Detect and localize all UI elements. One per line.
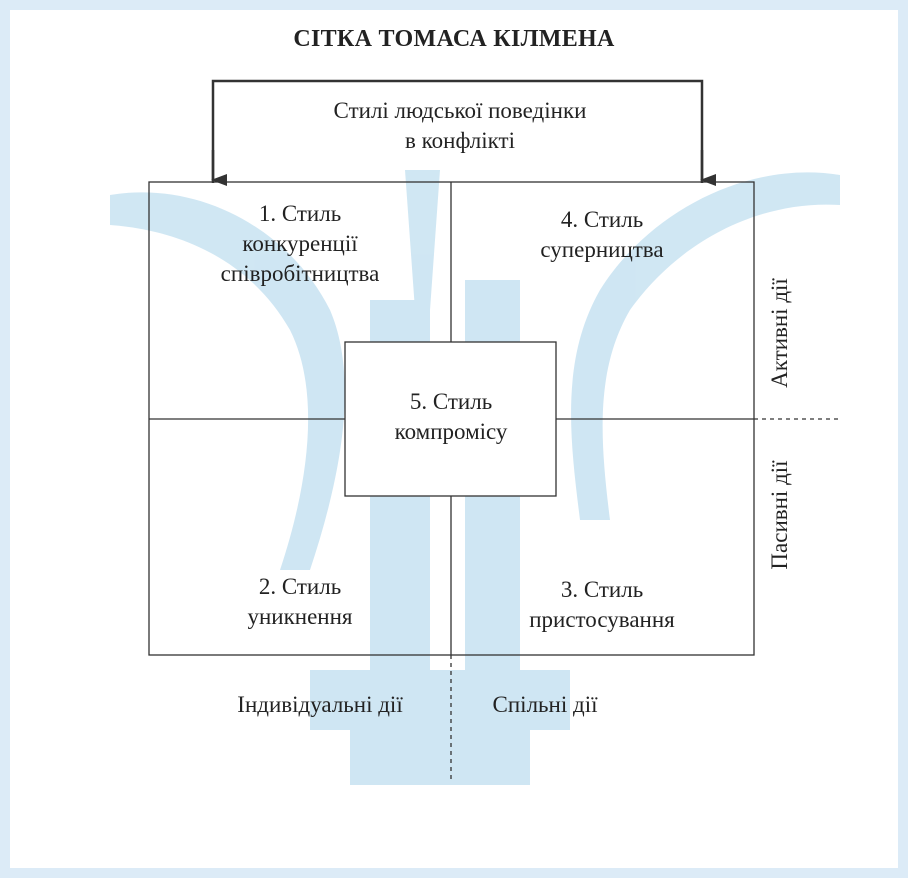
axis-label-passive: Пасивні дії <box>767 460 792 570</box>
diagram-lines <box>148 79 840 780</box>
header-bracket <box>211 79 704 183</box>
watermark-emblem <box>110 170 840 785</box>
axis-label-individual: Індивідуальні дії <box>237 692 403 717</box>
quadrant-4-label: 4. Стиль суперництва <box>540 207 664 262</box>
center-box <box>344 341 557 497</box>
quadrant-1-label: 1. Стиль конкуренції співробітництва <box>220 201 380 286</box>
axis-label-active: Активні дії <box>767 278 792 388</box>
axis-label-joint: Спільні дії <box>492 692 598 717</box>
quadrant-3-label: 3. Стиль пристосування <box>529 577 675 632</box>
diagram-title: СІТКА ТОМАСА КІЛМЕНА <box>293 26 615 52</box>
quadrant-2-label: 2. Стиль уникнення <box>247 574 353 629</box>
header-label: Стилі людської поведінки в конфлікті <box>333 98 587 153</box>
center-label: 5. Стиль компромісу <box>394 389 508 444</box>
